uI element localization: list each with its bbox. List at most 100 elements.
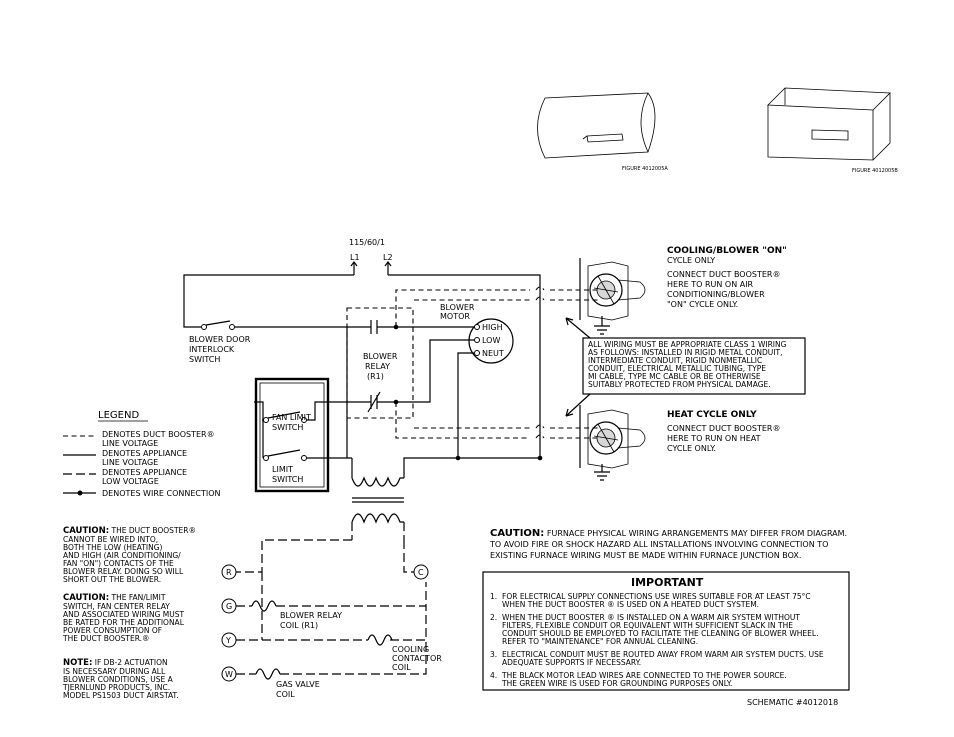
svg-text:DENOTES DUCT BOOSTER®: DENOTES DUCT BOOSTER®: [102, 430, 215, 439]
heat-note-line-3: CYCLE ONLY.: [667, 444, 716, 453]
blower-relay-box: [346, 307, 414, 419]
caution-fan-limit: CAUTION: THE FAN/LIMIT SWITCH, FAN CENTE…: [62, 593, 185, 643]
fan-limit-label-1: FAN LIMIT: [272, 413, 311, 422]
svg-text:THE DUCT BOOSTER.®: THE DUCT BOOSTER.®: [62, 634, 150, 643]
svg-text:HIGH: HIGH: [482, 323, 503, 332]
heat-note-title: HEAT CYCLE ONLY: [667, 410, 757, 420]
supply-voltage: 115/60/1: [349, 238, 385, 247]
terminal-c: C: [413, 564, 429, 580]
svg-text:SWITCH, FAN CENTER RELAY: SWITCH, FAN CENTER RELAY: [63, 602, 170, 611]
svg-text:LOW: LOW: [482, 336, 500, 345]
svg-text:NEUT: NEUT: [482, 349, 504, 358]
svg-text:REFER TO "MAINTENANCE" FOR ANN: REFER TO "MAINTENANCE" FOR ANNUAL CLEANI…: [502, 637, 698, 646]
heat-note-line-1: CONNECT DUCT BOOSTER®: [667, 424, 780, 433]
blower-relay-label-3: (R1): [367, 372, 384, 381]
blower-motor: BLOWER MOTOR HIGH LOW NEUT: [440, 303, 514, 364]
svg-text:CONDUIT SHOULD BE EMPLOYED TO: CONDUIT SHOULD BE EMPLOYED TO FACILITATE…: [502, 629, 818, 638]
svg-text:G: G: [226, 602, 232, 611]
blower-relay-coil-symbol: [251, 600, 277, 612]
svg-text:SUITABLY PROTECTED FROM PHYSIC: SUITABLY PROTECTED FROM PHYSICAL DAMAGE.: [588, 380, 771, 389]
important-title: IMPORTANT: [631, 576, 704, 589]
figure-rect-duct: FIGURE 4012005B: [767, 87, 898, 174]
svg-text:TJERNLUND PRODUCTS, INC.: TJERNLUND PRODUCTS, INC.: [62, 683, 170, 692]
svg-text:4.: 4.: [490, 671, 497, 680]
heat-note-line-2: HERE TO RUN ON HEAT: [667, 434, 761, 443]
svg-text:EXISTING FURNACE WIRING MUST B: EXISTING FURNACE WIRING MUST BE MADE WIT…: [490, 551, 801, 560]
svg-text:1.: 1.: [490, 592, 497, 601]
figure-round-duct: FIGURE 4012005A: [537, 92, 668, 172]
svg-text:NOTE: IF DB-2 ACTUATION: NOTE: IF DB-2 ACTUATION: [63, 658, 168, 668]
door-switch-label-1: BLOWER DOOR: [189, 335, 251, 344]
gas-valve-coil-symbol: [255, 668, 281, 680]
important-box: IMPORTANT 1. FOR ELECTRICAL SUPPLY CONNE…: [482, 571, 850, 691]
transformer: [351, 476, 405, 540]
terminal-y: Y: [221, 632, 237, 648]
svg-text:INTERMEDIATE CONDUIT, RIGID NO: INTERMEDIATE CONDUIT, RIGID NONMETALLIC: [588, 356, 762, 365]
fan-limit-box: [254, 377, 330, 493]
duct-booster-bottom: [579, 405, 646, 481]
svg-text:DENOTES WIRE CONNECTION: DENOTES WIRE CONNECTION: [102, 489, 221, 498]
svg-text:WHEN THE DUCT BOOSTER ® IS USE: WHEN THE DUCT BOOSTER ® IS USED ON A HEA…: [502, 600, 759, 609]
svg-text:2.: 2.: [490, 613, 497, 622]
svg-text:CAUTION: THE DUCT BOOSTER®: CAUTION: THE DUCT BOOSTER®: [63, 526, 196, 536]
class1-wiring-box: ALL WIRING MUST BE APPROPRIATE CLASS 1 W…: [565, 317, 806, 417]
cooling-note-line-3: CONDITIONING/BLOWER: [667, 290, 765, 299]
cooling-coil-label-3: COIL: [392, 663, 411, 672]
relay-coil-label-1: BLOWER RELAY: [280, 611, 342, 620]
svg-text:MOTOR: MOTOR: [440, 312, 470, 321]
svg-text:THE BLACK MOTOR LEAD WIRES ARE: THE BLACK MOTOR LEAD WIRES ARE CONNECTED…: [501, 671, 787, 680]
cooling-coil-symbol: [367, 634, 393, 646]
svg-text:BLOWER: BLOWER: [440, 303, 475, 312]
svg-text:3.: 3.: [490, 650, 497, 659]
legend-title: LEGEND: [98, 410, 139, 421]
svg-text:AS FOLLOWS: INSTALLED IN RIGID: AS FOLLOWS: INSTALLED IN RIGID METAL CON…: [588, 348, 782, 357]
cooling-note-line-4: "ON" CYCLE ONLY.: [667, 300, 738, 309]
cooling-note-title-2: CYCLE ONLY: [667, 256, 715, 265]
blower-relay-label-2: RELAY: [365, 362, 390, 371]
limit-label-1: LIMIT: [272, 465, 293, 474]
svg-text:DENOTES APPLIANCE: DENOTES APPLIANCE: [102, 449, 187, 458]
svg-text:IS NECESSARY DURING ALL: IS NECESSARY DURING ALL: [63, 667, 166, 676]
terminal-w: W: [221, 666, 237, 682]
svg-text:CAUTION: THE FAN/LIMIT: CAUTION: THE FAN/LIMIT: [63, 593, 166, 603]
gas-valve-label-1: GAS VALVE: [276, 680, 320, 689]
terminal-g: G: [221, 598, 237, 614]
svg-text:C: C: [418, 568, 424, 577]
limit-label-2: SWITCH: [272, 475, 303, 484]
svg-text:AND HIGH (AIR CONDITIONING/: AND HIGH (AIR CONDITIONING/: [63, 551, 181, 560]
cooling-note-line-1: CONNECT DUCT BOOSTER®: [667, 270, 780, 279]
svg-text:CANNOT BE WIRED INTO,: CANNOT BE WIRED INTO,: [63, 535, 158, 544]
svg-text:SHORT OUT THE BLOWER.: SHORT OUT THE BLOWER.: [63, 575, 161, 584]
svg-text:LINE VOLTAGE: LINE VOLTAGE: [102, 439, 158, 448]
supply-l1: L1: [350, 253, 360, 262]
cooling-note-title: COOLING/BLOWER "ON": [667, 246, 787, 256]
low-voltage-wiring: [236, 539, 427, 675]
caution-duct-booster: CAUTION: THE DUCT BOOSTER® CANNOT BE WIR…: [63, 526, 196, 584]
svg-text:FAN "ON") CONTACTS OF THE: FAN "ON") CONTACTS OF THE: [63, 559, 174, 568]
svg-text:AND ASSOCIATED WIRING MUST: AND ASSOCIATED WIRING MUST: [63, 610, 185, 619]
svg-text:Y: Y: [225, 636, 231, 645]
relay-coil-label-2: COIL (R1): [280, 621, 318, 630]
svg-text:FILTERS, FLEXIBLE CONDUIT OR E: FILTERS, FLEXIBLE CONDUIT OR EQUIVALENT …: [502, 621, 793, 630]
figure-a-caption: FIGURE 4012005A: [622, 166, 668, 172]
svg-text:MI CABLE, TYPE MC CABLE OR BE: MI CABLE, TYPE MC CABLE OR BE OTHERWISE: [588, 372, 761, 381]
svg-text:CAUTION: FURNACE PHYSICAL WIRI: CAUTION: FURNACE PHYSICAL WIRING ARRANGE…: [490, 528, 847, 539]
duct-booster-top: [579, 258, 646, 335]
svg-text:BE RATED FOR THE ADDITIONAL: BE RATED FOR THE ADDITIONAL: [63, 618, 185, 627]
cooling-coil-label-2: CONTACTOR: [392, 654, 442, 663]
blower-relay-label-1: BLOWER: [363, 352, 398, 361]
svg-text:ELECTRICAL CONDUIT MUST BE ROU: ELECTRICAL CONDUIT MUST BE ROUTED AWAY F…: [502, 650, 824, 659]
svg-text:ADEQUATE SUPPORTS IF NECESSARY: ADEQUATE SUPPORTS IF NECESSARY.: [502, 658, 641, 667]
figure-b-caption: FIGURE 4012005B: [852, 168, 898, 174]
svg-text:LOW VOLTAGE: LOW VOLTAGE: [102, 477, 159, 486]
svg-text:FOR ELECTRICAL SUPPLY CONNECTI: FOR ELECTRICAL SUPPLY CONNECTIONS USE WI…: [502, 592, 811, 601]
gas-valve-label-2: COIL: [276, 690, 295, 699]
svg-text:LINE VOLTAGE: LINE VOLTAGE: [102, 458, 158, 467]
legend: LEGEND DENOTES DUCT BOOSTER® LINE VOLTAG…: [63, 410, 221, 498]
svg-text:BOTH THE LOW (HEATING): BOTH THE LOW (HEATING): [63, 543, 163, 552]
svg-text:TO AVOID FIRE OR SHOCK HAZARD: TO AVOID FIRE OR SHOCK HAZARD ALL INSTAL…: [489, 540, 828, 549]
svg-text:THE GREEN WIRE IS USED FOR GRO: THE GREEN WIRE IS USED FOR GROUNDING PUR…: [501, 679, 732, 688]
note-db2: NOTE: IF DB-2 ACTUATION IS NECESSARY DUR…: [62, 658, 179, 700]
svg-text:MODEL PS1503 DUCT AIRSTAT.: MODEL PS1503 DUCT AIRSTAT.: [63, 691, 179, 700]
door-switch-label-2: INTERLOCK: [189, 345, 235, 354]
